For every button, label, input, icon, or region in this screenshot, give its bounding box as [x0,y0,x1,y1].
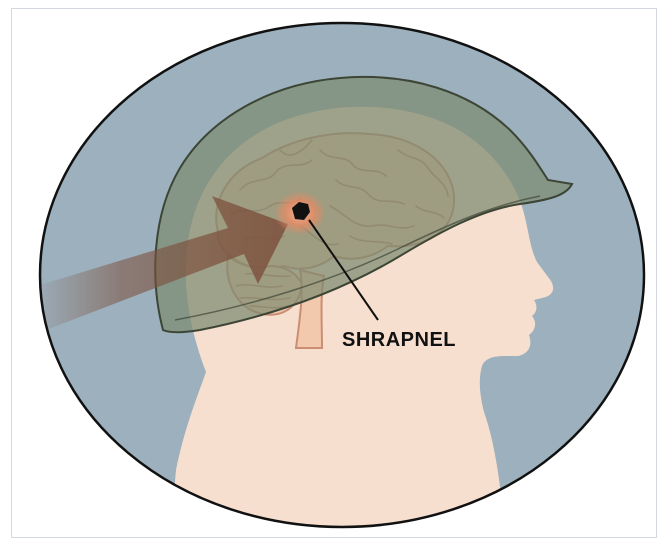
shrapnel-label: SHRAPNEL [342,329,456,351]
